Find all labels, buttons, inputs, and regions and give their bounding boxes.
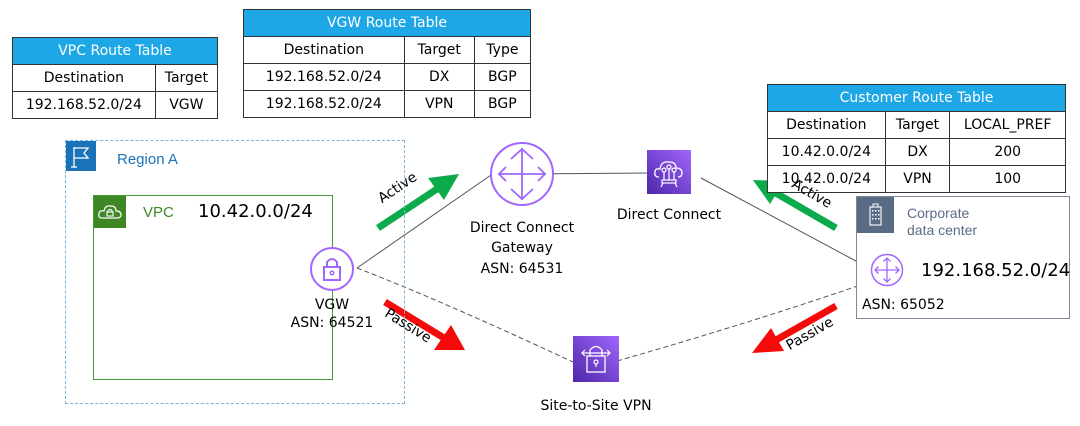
right-passive-arrow: [752, 302, 838, 353]
customer-route-table: Customer Route Table Destination Target …: [767, 84, 1066, 193]
table-cell: 192.168.52.0/24: [12, 91, 156, 119]
vgw-asn: ASN: 64521: [290, 315, 374, 331]
left-active-arrow: [376, 174, 459, 231]
table-cell: 192.168.52.0/24: [243, 63, 405, 91]
lock-arrows-icon: [573, 336, 619, 382]
vpc-route-table-title: VPC Route Table: [12, 37, 218, 65]
dx-to-customer-line: [700, 177, 870, 269]
header-cell: Destination: [767, 111, 886, 139]
table-row: 10.42.0.0/24 DX 200: [767, 138, 1066, 166]
corporate-dc-label-line1: Corporate: [907, 205, 970, 221]
header-cell: Type: [473, 36, 532, 64]
vpn-name: Site-to-Site VPN: [540, 398, 652, 414]
cloud-lock-icon: [94, 196, 126, 228]
table-row: 192.168.52.0/24 VPN BGP: [243, 90, 532, 118]
vpc-group: VPC 10.42.0.0/24: [93, 195, 333, 380]
header-cell: Target: [884, 111, 951, 139]
flag-icon: [66, 141, 96, 171]
table-cell: BGP: [473, 63, 532, 91]
router-icon: [870, 253, 904, 287]
cloud-circuit-icon: [647, 150, 691, 194]
dxgw-name-line1: Direct Connect: [469, 220, 575, 236]
table-cell: 10.42.0.0/24: [767, 138, 886, 166]
lock-icon: [309, 246, 355, 292]
customer-route-table-title: Customer Route Table: [767, 84, 1066, 112]
vpc-route-table: VPC Route Table Destination Target 192.1…: [12, 37, 219, 119]
table-cell: 100: [949, 165, 1066, 193]
table-cell: BGP: [473, 90, 532, 118]
table-cell: 192.168.52.0/24: [243, 90, 405, 118]
corporate-dc-label: Corporate data center: [907, 205, 977, 239]
vgw-route-table: VGW Route Table Destination Target Type …: [243, 9, 532, 118]
table-cell: VGW: [154, 91, 219, 119]
vpc-label: VPC: [143, 204, 174, 221]
table-row: 10.42.0.0/24 VPN 100: [767, 165, 1066, 193]
dxgw-asn: ASN: 64531: [480, 261, 564, 277]
table-cell: VPN: [403, 90, 475, 118]
vgw-to-dxgw-line: [356, 174, 492, 269]
corporate-dc-label-line2: data center: [907, 222, 978, 238]
vgw-route-table-title: VGW Route Table: [243, 9, 531, 37]
table-cell: 200: [949, 138, 1066, 166]
arrows-circle-icon: [489, 141, 555, 207]
vgw-name: VGW: [314, 297, 350, 313]
vpn-to-customer-dashed-line: [616, 281, 870, 362]
left-passive-arrow: [383, 299, 465, 350]
header-cell: Target: [403, 36, 475, 64]
building-icon: [857, 197, 894, 233]
region-label: Region A: [117, 151, 178, 168]
table-cell: 10.42.0.0/24: [767, 165, 886, 193]
direct-connect-name: Direct Connect: [616, 207, 722, 223]
table-cell: VPN: [884, 165, 951, 193]
table-row: 192.168.52.0/24 DX BGP: [243, 63, 532, 91]
header-cell: Destination: [12, 64, 156, 92]
corporate-data-center-group: Corporate data center 192.168.52.0/24 AS…: [856, 196, 1070, 319]
header-cell: LOCAL_PREF: [949, 111, 1066, 139]
table-cell: DX: [884, 138, 951, 166]
header-cell: Destination: [243, 36, 405, 64]
dxgw-name-line2: Gateway: [491, 240, 553, 256]
table-row: 192.168.52.0/24 VGW: [12, 91, 219, 119]
header-cell: Target: [154, 64, 219, 92]
region-a-group: Region A: [65, 140, 405, 404]
table-cell: DX: [403, 63, 475, 91]
corporate-dc-asn: ASN: 65052: [862, 297, 945, 313]
vpc-cidr: 10.42.0.0/24: [198, 201, 313, 222]
corporate-dc-cidr: 192.168.52.0/24: [921, 260, 1071, 281]
